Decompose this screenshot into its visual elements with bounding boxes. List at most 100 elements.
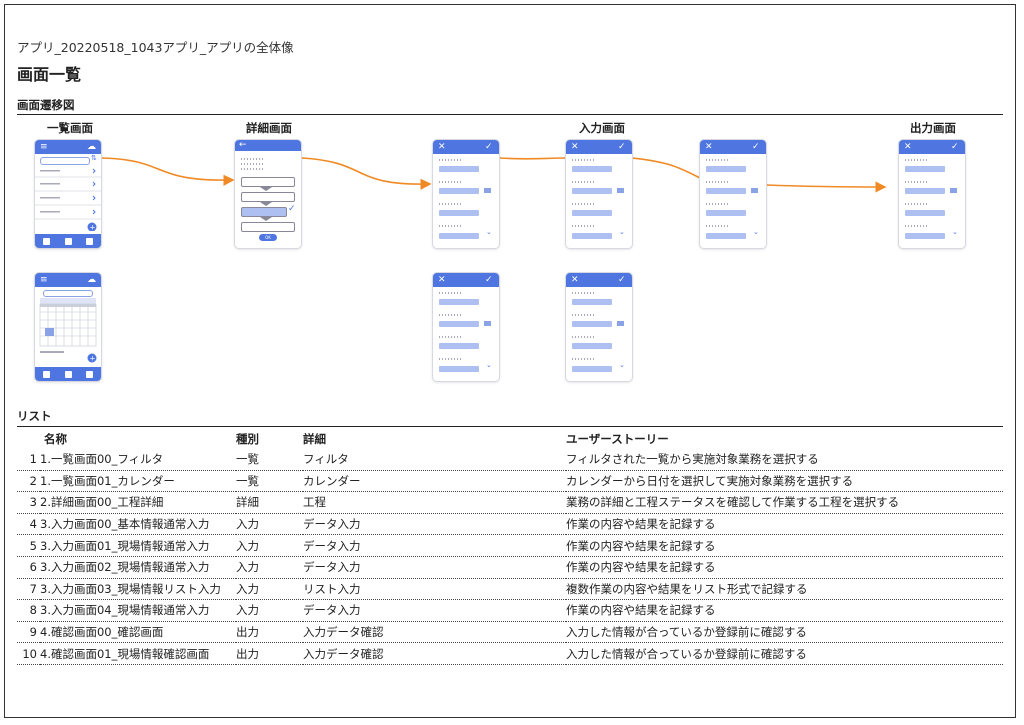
check-icon: ✓: [951, 142, 959, 152]
col-header-type: 種別: [236, 432, 259, 446]
diagram-divider: [17, 114, 1003, 115]
row-story: カレンダーから日付を選択して実施対象業務を選択する: [566, 470, 1003, 493]
row-number: 5: [17, 534, 40, 557]
row-type: 入力: [236, 556, 303, 579]
row-type: 一覧: [236, 470, 303, 493]
row-name: 3.入力画面00_基本情報通常入力: [40, 513, 236, 536]
row-story: 入力した情報が合っているか登録前に確認する: [566, 621, 1003, 644]
row-type: 入力: [236, 599, 303, 622]
row-number: 1: [17, 449, 40, 471]
menu-icon: ≡: [40, 275, 48, 285]
label-output-screen: 出力画面: [910, 121, 956, 135]
row-detail: データ入力: [303, 534, 566, 557]
chevron-down-icon: ⌄: [753, 228, 759, 236]
row-type: 入力: [236, 534, 303, 557]
check-icon: ✓: [618, 142, 626, 152]
row-story: 作業の内容や結果を記録する: [566, 513, 1003, 536]
row-number: 8: [17, 599, 40, 622]
row-number: 2: [17, 470, 40, 493]
close-icon: ✕: [705, 142, 713, 152]
row-type: 出力: [236, 621, 303, 644]
row-number: 3: [17, 491, 40, 514]
row-number: 7: [17, 578, 40, 601]
check-icon: ✓: [485, 275, 493, 285]
row-detail: リスト入力: [303, 578, 566, 601]
list-rows: +: [35, 168, 101, 231]
row-detail: データ入力: [303, 556, 566, 579]
check-icon: ✓: [288, 204, 296, 214]
col-header-name: 名称: [44, 432, 67, 446]
close-icon: ✕: [438, 275, 446, 285]
chevron-down-icon: ⌄: [619, 228, 625, 236]
chevron-down-icon: ⌄: [486, 361, 492, 369]
svg-text:+: +: [90, 355, 96, 363]
screen-thumb-detail[interactable]: ← ✓ OK: [235, 140, 301, 248]
row-detail: カレンダー: [303, 470, 566, 493]
row-name: 4.確認画面00_確認画面: [40, 621, 236, 644]
cloud-icon: ☁: [87, 142, 96, 152]
row-name: 3.入力画面04_現場情報通常入力: [40, 599, 236, 622]
row-story: 入力した情報が合っているか登録前に確認する: [566, 642, 1003, 665]
arrow-detail-to-input: [301, 157, 432, 190]
screen-thumb-input-3[interactable]: ✕ ✓ ⌄: [700, 140, 766, 248]
calendar-grid: +: [39, 298, 97, 363]
list-section-title: リスト: [17, 409, 52, 423]
row-detail: フィルタ: [303, 449, 566, 471]
row-story: 複数作業の内容や結果をリスト形式で記録する: [566, 578, 1003, 601]
screen-thumb-output[interactable]: ✕ ✓ ⌄: [899, 140, 965, 248]
row-type: 入力: [236, 578, 303, 601]
chevron-down-icon: ⌄: [619, 361, 625, 369]
row-name: 3.入力画面02_現場情報通常入力: [40, 556, 236, 579]
screen-thumb-input-2[interactable]: ✕ ✓ ⌄: [433, 273, 499, 381]
row-story: 作業の内容や結果を記録する: [566, 534, 1003, 557]
page-title: 画面一覧: [17, 65, 82, 84]
row-name: 1.一覧画面00_フィルタ: [40, 449, 236, 471]
row-type: 一覧: [236, 449, 303, 471]
col-header-detail: 詳細: [303, 432, 326, 446]
label-input-screen: 入力画面: [579, 121, 625, 135]
row-number: 9: [17, 621, 40, 644]
label-list-screen: 一覧画面: [47, 121, 93, 135]
check-icon: ✓: [485, 142, 493, 152]
label-detail-screen: 詳細画面: [246, 121, 292, 135]
list-divider: [17, 426, 1003, 427]
row-story: フィルタされた一覧から実施対象業務を選択する: [566, 449, 1003, 471]
screen-thumb-input-0[interactable]: ✕ ✓ ⌄: [433, 140, 499, 248]
row-name: 3.入力画面01_現場情報通常入力: [40, 534, 236, 557]
row-name: 4.確認画面01_現場情報確認画面: [40, 642, 236, 665]
row-number: 10: [17, 642, 40, 665]
row-detail: データ入力: [303, 599, 566, 622]
row-story: 作業の内容や結果を記録する: [566, 599, 1003, 622]
ok-button: OK: [259, 234, 277, 241]
screen-thumb-input-1[interactable]: ✕ ✓ ⌄: [566, 140, 632, 248]
check-icon: ✓: [752, 142, 760, 152]
sort-icon: ⇅: [91, 154, 97, 162]
screen-thumb-input-4[interactable]: ✕ ✓ ⌄: [566, 273, 632, 381]
screen-thumb-list-calendar[interactable]: ≡ ☁ +: [35, 273, 101, 381]
page-subtitle: アプリ_20220518_1043アプリ_アプリの全体像: [17, 40, 294, 55]
chevron-down-icon: ⌄: [952, 228, 958, 236]
diagram-section-title: 画面遷移図: [17, 98, 75, 112]
row-type: 入力: [236, 513, 303, 536]
col-header-story: ユーザーストーリー: [566, 432, 669, 446]
screen-thumb-list-filter[interactable]: ≡ ☁ ⇅ +: [35, 140, 101, 248]
row-name: 2.詳細画面00_工程詳細: [40, 491, 236, 514]
close-icon: ✕: [904, 142, 912, 152]
row-name: 1.一覧画面01_カレンダー: [40, 470, 236, 493]
cloud-icon: ☁: [87, 275, 96, 285]
arrow-input-to-input2: [499, 157, 566, 160]
check-icon: ✓: [618, 275, 626, 285]
arrow-list-to-detail: [101, 157, 235, 186]
row-story: 作業の内容や結果を記録する: [566, 556, 1003, 579]
